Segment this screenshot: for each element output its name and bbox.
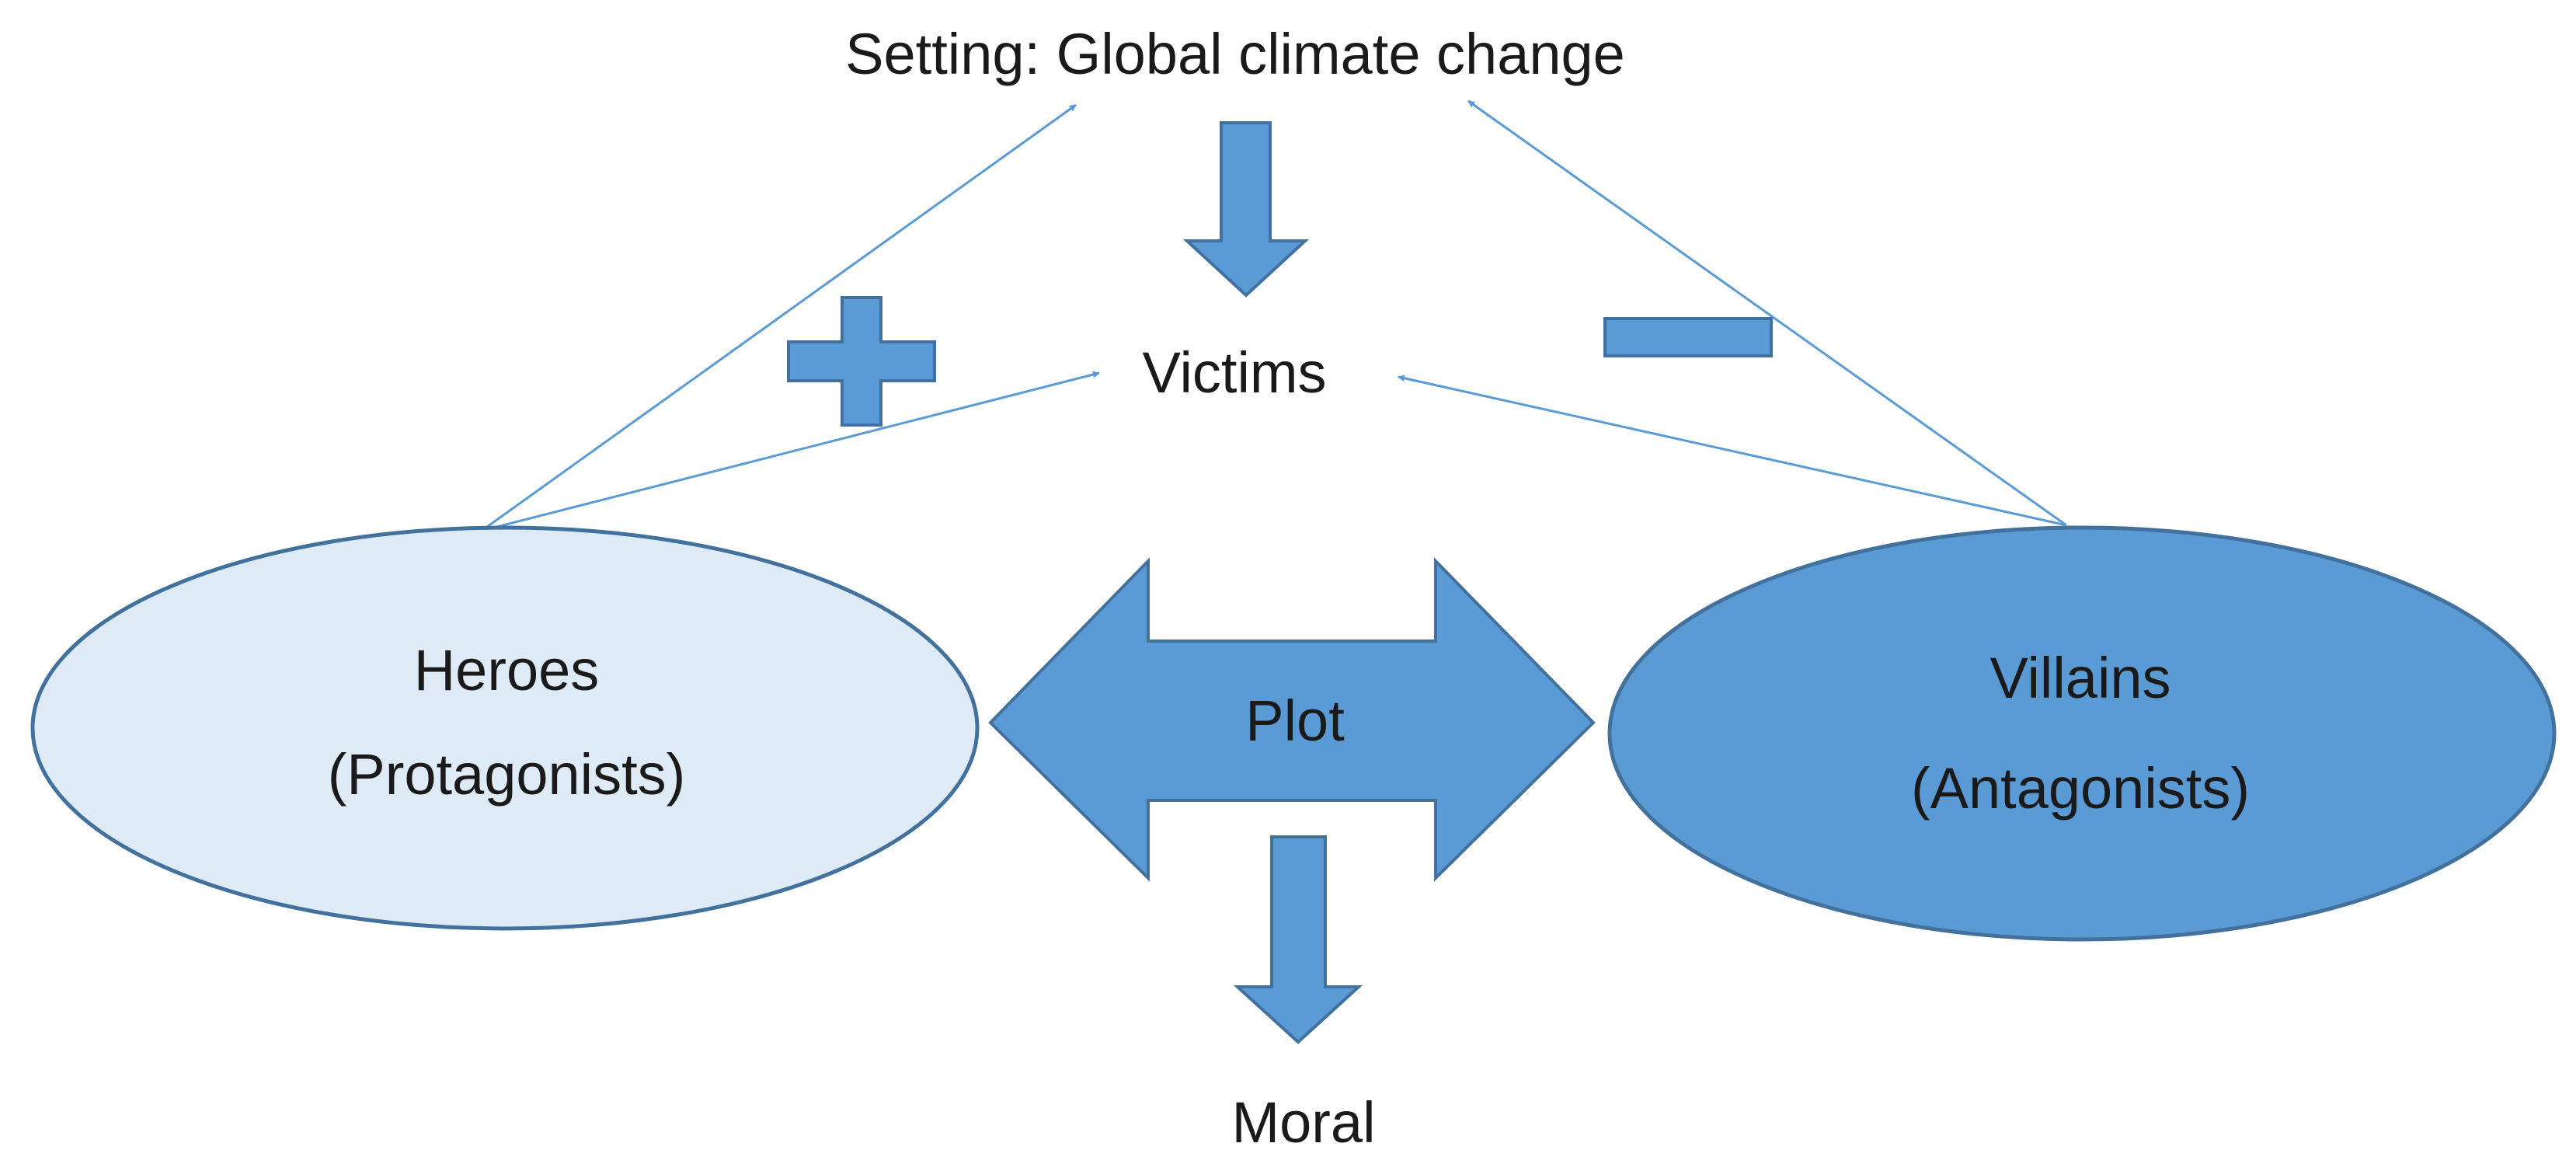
plot-label: Plot bbox=[1245, 688, 1345, 753]
moral-label: Moral bbox=[1231, 1090, 1375, 1155]
villains-role-label: (Antagonists) bbox=[1911, 756, 2250, 821]
villain-to-victims-connector bbox=[1398, 375, 2067, 527]
heroes-role-label: (Protagonists) bbox=[328, 742, 686, 807]
villain-to-setting-connector bbox=[1467, 99, 2067, 527]
villains-ellipse bbox=[1607, 525, 2557, 942]
heroes-ellipse bbox=[30, 525, 980, 931]
setting-to-victims-arrow bbox=[1182, 121, 1310, 298]
victims-label: Victims bbox=[1142, 340, 1326, 405]
minus-sign-icon bbox=[1603, 317, 1773, 357]
plot-double-arrow bbox=[988, 557, 1596, 882]
hero-to-setting-connector bbox=[481, 103, 1077, 532]
setting-label: Setting: Global climate change bbox=[845, 22, 1625, 86]
plot-to-moral-arrow bbox=[1233, 835, 1363, 1044]
hero-to-victims-connector bbox=[481, 371, 1100, 532]
heroes-label: Heroes bbox=[414, 638, 600, 702]
villains-label: Villains bbox=[1989, 646, 2170, 710]
plus-sign-icon bbox=[787, 296, 936, 427]
